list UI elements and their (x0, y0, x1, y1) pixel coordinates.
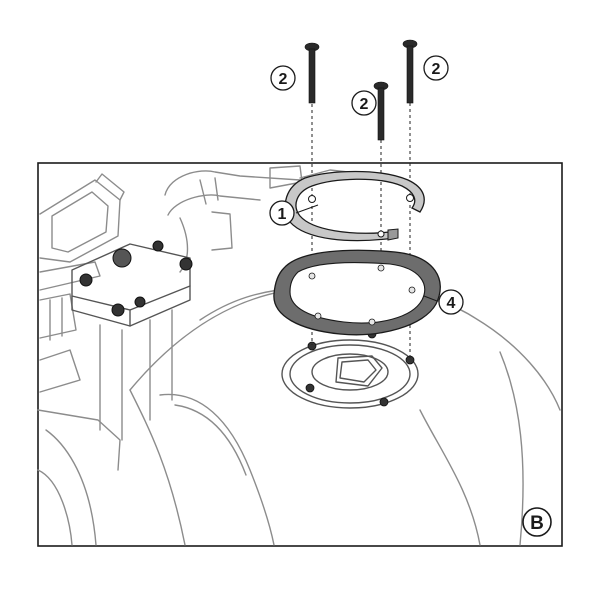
callout-leaders (295, 204, 438, 302)
callout-flange: 4 (438, 289, 464, 315)
yoke-bolt (179, 257, 193, 271)
yoke-bolt (134, 296, 146, 308)
callout-bolt-left-label: 2 (279, 71, 288, 88)
instrument-cluster (39, 173, 125, 263)
view-label-text: B (530, 513, 544, 534)
handlebar-left (39, 261, 101, 393)
yoke-bolt (79, 273, 93, 287)
tank-screw (305, 383, 315, 393)
tank-screw (307, 341, 317, 351)
top-yoke (71, 243, 191, 327)
ignition-key-icon (112, 248, 132, 268)
callout-ring-label: 1 (278, 206, 287, 223)
fuel-filler-cap (281, 339, 419, 409)
callout-bolt-middle-label: 2 (360, 96, 369, 113)
tank-flange (273, 249, 441, 336)
yoke-bolt (111, 303, 125, 317)
callout-bolt-right-label: 2 (432, 61, 441, 78)
fork-tubes (37, 309, 173, 471)
yoke-bolt (152, 240, 164, 252)
callout-ring: 1 (269, 200, 295, 226)
callout-bolt-left: 2 (270, 65, 296, 91)
tank-screw (379, 397, 389, 407)
mounting-ring (284, 170, 425, 242)
view-label: B (522, 507, 552, 537)
bolt-right (402, 39, 418, 104)
bolt-middle (373, 81, 389, 141)
callout-bolt-middle: 2 (351, 90, 377, 116)
bolt-left (304, 42, 320, 104)
callout-flange-label: 4 (447, 295, 456, 312)
callout-bolt-right: 2 (423, 55, 449, 81)
yoke-bolts (79, 240, 193, 317)
